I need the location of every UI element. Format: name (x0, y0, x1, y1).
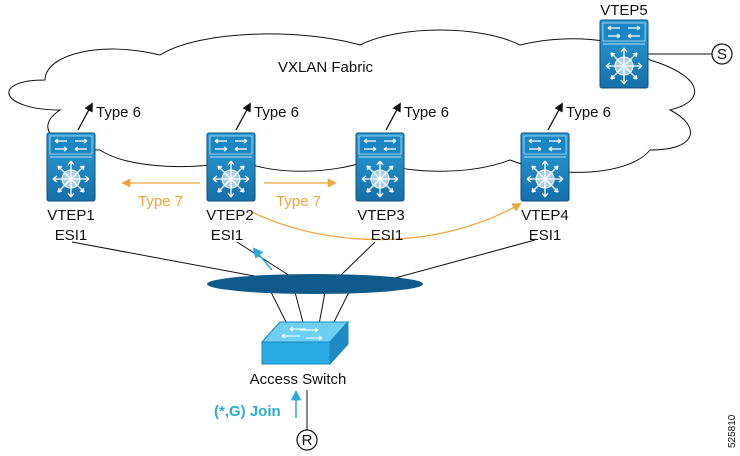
port-channel-ellipse (207, 274, 423, 294)
vxlan-fabric-cloud (8, 29, 695, 173)
vtep2-device (206, 132, 256, 202)
type6-label-vtep1: Type 6 (96, 104, 141, 121)
figure-id: 525810 (727, 414, 738, 448)
join-arrow-to-vtep2 (252, 247, 273, 271)
type6-arrow-vtep4 (547, 102, 563, 131)
vtep1-esi: ESI1 (55, 227, 88, 244)
vxlan-fabric-label: VXLAN Fabric (278, 59, 374, 76)
receiver-node (296, 429, 318, 451)
vtep3-name: VTEP3 (357, 207, 405, 224)
source-node (711, 43, 733, 65)
vtep4-esi: ESI1 (529, 227, 562, 244)
vtep1-name: VTEP1 (47, 207, 95, 224)
source-node-label: S (717, 46, 727, 63)
link-vtep4-pc (394, 239, 536, 279)
vtep4-device (520, 132, 570, 202)
link-vtep1-pc (71, 241, 266, 279)
vtep4-name: VTEP4 (521, 207, 569, 224)
join-label: (*,G) Join (214, 403, 281, 420)
vtep5-name: VTEP5 (600, 2, 648, 19)
vtep5-device (599, 19, 649, 89)
link-vtep3-pc (339, 241, 376, 277)
type6-label-vtep4: Type 6 (566, 104, 611, 121)
type7-label-left: Type 7 (138, 193, 183, 210)
type6-arrow-vtep3 (385, 102, 401, 131)
type6-arrow-vtep2 (235, 102, 251, 131)
type6-label-vtep3: Type 6 (404, 104, 449, 121)
access-switch-icon (260, 320, 350, 366)
vtep2-name: VTEP2 (206, 207, 254, 224)
access-switch-label: Access Switch (250, 371, 347, 388)
type6-arrow-vtep1 (77, 102, 93, 131)
type7-arrow-to-vtep4 (251, 203, 522, 241)
vtep3-device (355, 132, 405, 202)
vtep1-device (46, 132, 96, 202)
vtep2-esi: ESI1 (211, 227, 244, 244)
type6-label-vtep2: Type 6 (254, 104, 299, 121)
vtep3-esi: ESI1 (371, 227, 404, 244)
receiver-node-label: R (302, 432, 313, 449)
type7-label-right: Type 7 (276, 193, 321, 210)
